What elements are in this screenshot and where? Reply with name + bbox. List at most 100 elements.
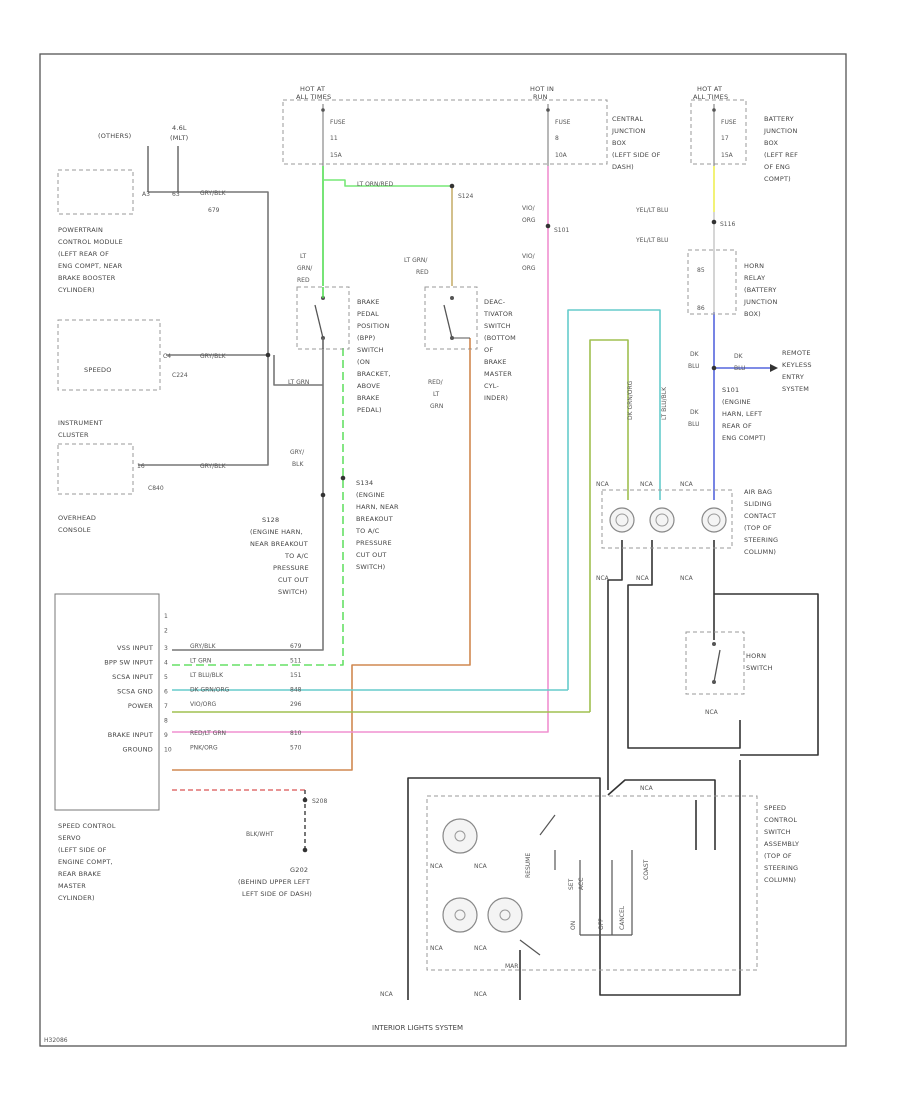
wire-gry-blk-vss — [172, 348, 324, 651]
bpp-switch-icon — [314, 287, 325, 349]
svg-text:KEYLESS: KEYLESS — [782, 361, 812, 369]
servo-label: SPEED CONTROL SERVO (LEFT SIDE OF ENGINE… — [58, 822, 116, 902]
svg-text:BLU: BLU — [734, 365, 746, 372]
fuse-node — [321, 108, 325, 112]
airbag-contact-box — [601, 489, 733, 549]
svg-text:ENG COMPT): ENG COMPT) — [722, 434, 766, 442]
switch-contacts-icon — [519, 814, 716, 956]
relay-pin-85: 85 — [697, 267, 705, 274]
nca-il-3: NCA — [430, 945, 444, 952]
servo-wire-number: 848 — [290, 687, 302, 694]
svg-text:S101: S101 — [722, 386, 739, 394]
splice-s101 — [545, 223, 551, 229]
servo-wire-number: 570 — [290, 745, 302, 752]
s208-label: S208 — [312, 798, 327, 805]
others-label: (OTHERS) — [98, 132, 131, 140]
nca-label-2: NCA — [640, 481, 654, 488]
servo-pin-number: 9 — [164, 732, 168, 739]
svg-text:COLUMN): COLUMN) — [744, 548, 776, 556]
splice-s208 — [302, 797, 308, 803]
svg-text:SLIDING: SLIDING — [744, 500, 772, 508]
svg-text:(ENGINE: (ENGINE — [356, 491, 385, 499]
svg-text:OF ENG: OF ENG — [764, 163, 790, 171]
svg-text:TO A/C: TO A/C — [284, 552, 309, 560]
lt-grn-red-label-1: LT GRN/ RED — [297, 253, 313, 284]
horn-switch-box — [685, 631, 745, 695]
speed-control-servo-box — [54, 593, 160, 811]
s116-label: S116 — [720, 221, 735, 228]
svg-text:OF: OF — [484, 346, 493, 354]
wire-scs-return — [599, 760, 741, 996]
servo-pin-number: 6 — [164, 689, 168, 696]
svg-text:AIR BAG: AIR BAG — [744, 488, 772, 496]
svg-text:PRESSURE: PRESSURE — [273, 564, 309, 572]
fuse-node — [712, 108, 716, 112]
wire-nca-1 — [607, 540, 623, 790]
svg-text:COMPT): COMPT) — [764, 175, 791, 183]
servo-wire-color: LT GRN — [190, 658, 211, 665]
wire-lt-orn-red — [323, 179, 452, 187]
s128-label: S128 (ENGINE HARN, NEAR BREAKOUT TO A/C … — [250, 516, 309, 596]
servo-wire-color: DK GRN/ORG — [190, 687, 230, 694]
splice-s101b — [711, 365, 717, 371]
servo-wire-number: 511 — [290, 658, 302, 665]
speed-control-switch-assembly-box — [426, 795, 758, 971]
speedo-pin: C4 — [163, 353, 171, 360]
svg-text:S134: S134 — [356, 479, 373, 487]
pcm-pin-2: 63 — [172, 191, 180, 198]
svg-text:GRN: GRN — [430, 403, 443, 410]
svg-text:(LEFT REAR OF: (LEFT REAR OF — [58, 250, 109, 258]
deactivator-label: DEAC- TIVATOR SWITCH (BOTTOM OF BRAKE MA… — [483, 298, 516, 402]
fuse-1-label: FUSE — [330, 119, 346, 126]
servo-pin-number: 3 — [164, 645, 168, 652]
indicator-lamp-icon — [442, 818, 523, 933]
interior-lights-system-label: INTERIOR LIGHTS SYSTEM — [372, 1024, 463, 1032]
svg-text:POSITION: POSITION — [357, 322, 390, 330]
pcm-wire: GRY/BLK — [200, 190, 227, 197]
svg-text:(BOTTOM: (BOTTOM — [484, 334, 516, 342]
overhead-console-label: OVERHEAD CONSOLE — [58, 514, 96, 534]
svg-text:SYSTEM: SYSTEM — [782, 385, 809, 393]
wire-lt-grn-bpp-out — [172, 348, 344, 666]
svg-text:CYL-: CYL- — [484, 382, 500, 390]
svg-text:G202: G202 — [290, 866, 308, 874]
horn-relay-label: HORN RELAY (BATTERY JUNCTION BOX) — [743, 262, 777, 318]
dk-blu-label-3: DK BLU — [688, 409, 700, 428]
lt-blu-blk-label: LT BLU/BLK — [661, 386, 668, 420]
fuse-2-num: 8 — [555, 135, 559, 142]
svg-text:TIVATOR: TIVATOR — [483, 310, 513, 318]
fuse-2-label: FUSE — [555, 119, 571, 126]
svg-text:ENTRY: ENTRY — [782, 373, 804, 381]
svg-text:CYLINDER): CYLINDER) — [58, 286, 95, 294]
svg-text:SWITCH: SWITCH — [484, 322, 511, 330]
nca-scs-label: NCA — [640, 785, 654, 792]
svg-text:SPEED: SPEED — [764, 804, 786, 812]
pcm-box — [57, 169, 134, 215]
battery-junction-box-label: BATTERY JUNCTION BOX (LEFT REF OF ENG CO… — [763, 115, 798, 183]
hot-label-2: HOT IN — [530, 85, 554, 93]
splice-s116 — [711, 219, 717, 225]
yel-lt-blu-label-2: YEL/LT BLU — [635, 237, 668, 244]
servo-pin-number: 4 — [164, 660, 168, 667]
svg-text:SERVO: SERVO — [58, 834, 81, 842]
servo-pin-function: SCSA INPUT — [112, 673, 153, 681]
svg-text:(TOP OF: (TOP OF — [744, 524, 772, 532]
svg-text:ENGINE COMPT,: ENGINE COMPT, — [58, 858, 113, 866]
servo-pin-function: VSS INPUT — [117, 644, 153, 652]
svg-text:(BPP): (BPP) — [357, 334, 375, 342]
wire-vio-org — [172, 166, 549, 733]
lt-grn-label: LT GRN — [288, 379, 309, 386]
nca-bottom-left: NCA — [380, 991, 394, 998]
svg-text:(BEHIND UPPER LEFT: (BEHIND UPPER LEFT — [238, 878, 310, 886]
servo-wire-number: 296 — [290, 701, 302, 708]
speed-control-switch-label: SPEED CONTROL SWITCH ASSEMBLY (TOP OF ST… — [764, 804, 799, 884]
fuse-2-amp: 10A — [555, 152, 568, 159]
nca-lower-1: NCA — [596, 575, 610, 582]
ic-pin: 16 — [137, 463, 145, 470]
svg-text:BRAKE: BRAKE — [484, 358, 507, 366]
nca-lower-3: NCA — [680, 575, 694, 582]
svg-text:BRAKE: BRAKE — [357, 298, 380, 306]
svg-text:JUNCTION: JUNCTION — [763, 127, 798, 135]
g202-label: G202 (BEHIND UPPER LEFT LEFT SIDE OF DAS… — [238, 866, 312, 898]
fuse-3-amp: 15A — [721, 152, 734, 159]
